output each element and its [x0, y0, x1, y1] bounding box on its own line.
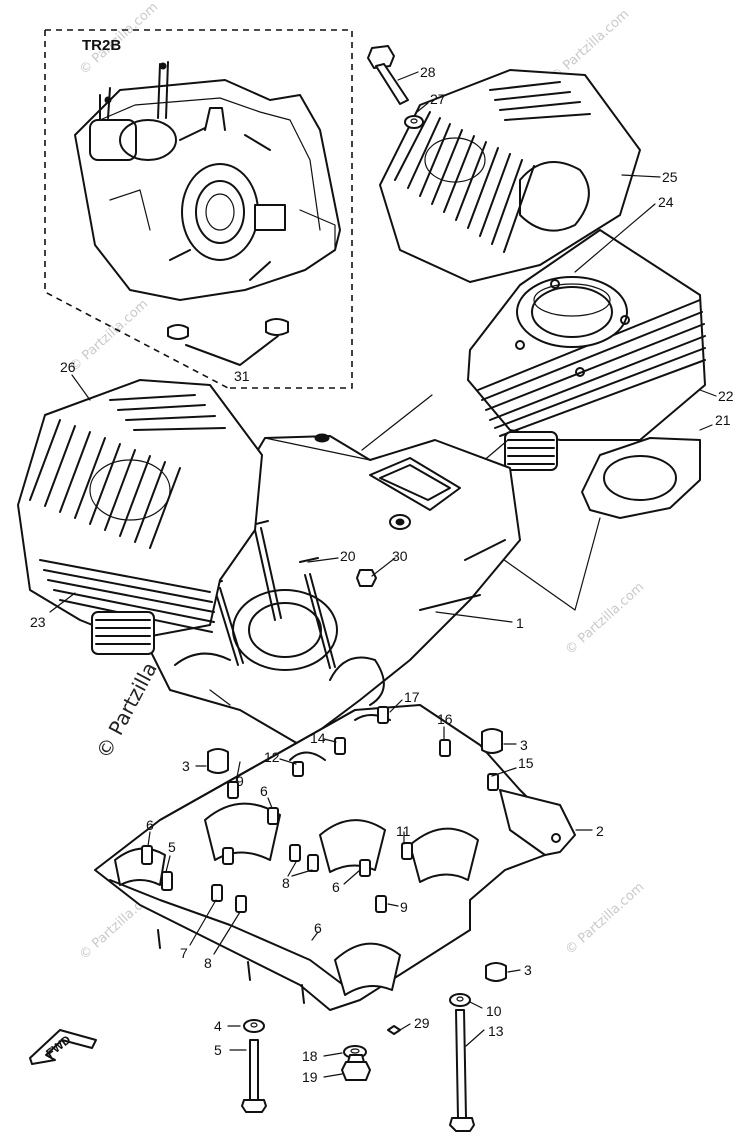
callout-6-upper: 6 [260, 783, 268, 799]
callout-31: 31 [234, 368, 250, 384]
inset-title: TR2B [82, 37, 121, 54]
callout-22: 22 [718, 388, 734, 404]
callout-8-right: 8 [282, 875, 290, 891]
callout-7: 7 [180, 945, 188, 961]
callout-6-lower: 6 [314, 920, 322, 936]
cylinder-head-left [17, 379, 263, 655]
bottom-hardware [241, 993, 475, 1132]
callout-labels: 28 27 25 24 26 31 22 21 20 30 23 1 17 16… [30, 64, 734, 1085]
tr2b-inset: TR2B [44, 29, 353, 389]
callout-29: 29 [414, 1015, 430, 1031]
callout-25: 25 [662, 169, 678, 185]
watermark: © Partzilla.com [67, 297, 152, 375]
callout-8-left: 8 [204, 955, 212, 971]
callout-20: 20 [340, 548, 356, 564]
callout-13: 13 [488, 1023, 504, 1039]
callout-1: 1 [516, 615, 524, 631]
callout-6-left: 6 [146, 817, 154, 833]
callout-15: 15 [518, 755, 534, 771]
callout-12: 12 [264, 749, 280, 765]
callout-18: 18 [302, 1048, 318, 1064]
watermark: © Partzilla.com [563, 580, 648, 658]
callout-11: 11 [396, 823, 411, 839]
callout-5-crankcase: 5 [168, 839, 176, 855]
fwd-arrow: FWD [29, 1029, 97, 1065]
callout-23: 23 [30, 614, 46, 630]
callout-30: 30 [392, 548, 408, 564]
callout-9-upper: 9 [236, 773, 244, 789]
callout-5-bolt: 5 [214, 1042, 222, 1058]
callout-17: 17 [404, 689, 420, 705]
callout-9-lower: 9 [400, 899, 408, 915]
callout-16: 16 [437, 711, 453, 727]
callout-19: 19 [302, 1069, 318, 1085]
leader-lines [49, 71, 717, 1078]
callout-24: 24 [658, 194, 674, 210]
callout-6-center: 6 [332, 879, 340, 895]
watermark: © Partzilla.com [563, 880, 648, 958]
callout-14: 14 [310, 730, 326, 746]
cylinder-head-right [379, 69, 641, 283]
callout-27: 27 [430, 91, 446, 107]
callout-3-upper-left: 3 [182, 758, 190, 774]
callout-2: 2 [596, 823, 604, 839]
callout-3-upper-right: 3 [520, 737, 528, 753]
lower-crankcase [94, 704, 576, 1011]
bolt-28 [367, 45, 424, 129]
callout-26: 26 [60, 359, 76, 375]
callout-3-lower: 3 [524, 962, 532, 978]
callout-21: 21 [715, 412, 731, 428]
callout-28: 28 [420, 64, 436, 80]
callout-10: 10 [486, 1003, 502, 1019]
callout-4: 4 [214, 1018, 222, 1034]
cylinder-right [467, 229, 706, 519]
